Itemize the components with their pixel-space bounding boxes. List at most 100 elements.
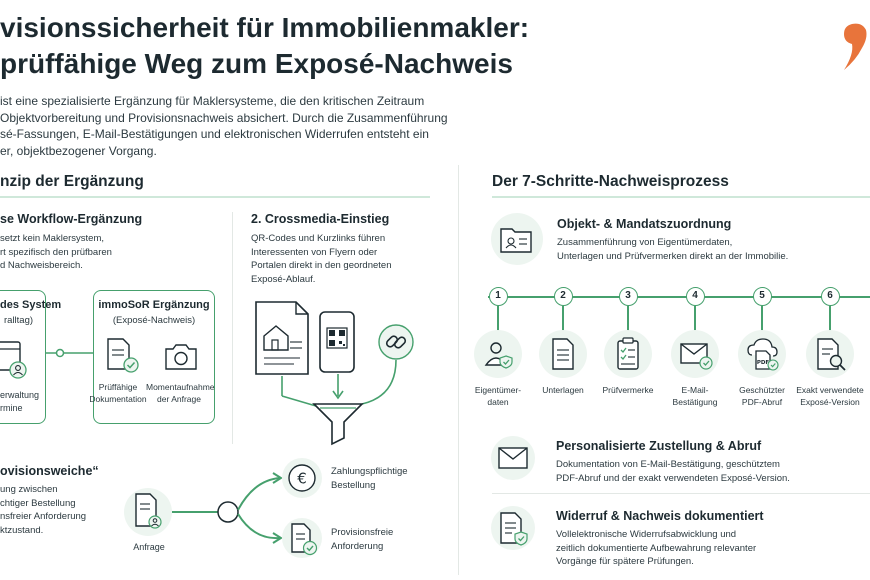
step-label-line1: Eigentümer- [474,385,522,395]
camera-icon [165,344,197,370]
svg-text:€: € [297,470,307,488]
system-box-title: des System [0,299,62,311]
branch1-line-2: Bestellung [331,479,376,491]
step-connector [694,306,696,332]
right-heading-rule [492,196,870,198]
system-box-subtitle: ralltag) [4,315,34,326]
folder-document-icon [500,228,532,253]
crossmedia-title: 2. Crossmedia-Einstieg [251,212,390,226]
funnel-icon [312,403,364,446]
weiche-title: ovisionsweiche“ [0,464,99,478]
immosor-box-subtitle: (Exposé-Nachweis) [112,315,196,326]
branch1-line-1: Zahlungspflichtige [331,466,408,477]
system-box-label-2: rmine [0,403,23,413]
link-icon [378,324,414,360]
step-label-line1: Prüfvermerke [602,385,654,395]
step-number-badge: 2 [553,287,573,306]
step-number-badge: 4 [685,287,705,306]
page-title-line2: prüffähige Weg zum Exposé-Nachweis [0,48,513,79]
weiche-line-2: chtiger Bestellung [0,497,76,509]
step-icon-bg [474,330,522,378]
block1-title: Objekt- & Mandatszuordnung [557,217,732,231]
euro-icon: € [288,464,316,492]
anfrage-label: Anfrage [133,542,165,552]
weiche-line-1: ung zwischen [0,484,58,495]
right-section-heading: Der 7-Schritte-Nachweisprozess [492,173,729,190]
block-divider [492,493,870,494]
immosor-item1-line2: Dokumentation [89,393,147,404]
left-section-heading: nzip der Ergänzung [0,173,144,190]
checklist-icon [617,337,639,370]
crm-person-icon [0,341,27,379]
step-number-badge: 5 [752,287,772,306]
step-label-line2: Exposé-Version [800,397,860,407]
block3-line-1: Vollelektronische Widerrufsabwicklung un… [556,529,737,540]
flyer-icon [255,301,309,375]
phone-qr-icon [319,311,355,373]
block2-line-2: PDF-Abruf und der exakt verwendeten Expo… [556,472,790,484]
svg-text:PDF: PDF [757,360,770,366]
step-number-badge: 1 [488,287,508,306]
branch2-line-2: Anforderung [331,540,384,552]
weiche-line-3: nsfreier Anforderung [0,511,87,522]
intro-line-4: er, objektbezogener Vorgang. [0,143,157,158]
page-title-line1: visionssicherheit für Immobilienmakler: [0,12,530,43]
workflow-line-3: d Nachweisbereich. [0,260,83,271]
column-divider [458,165,459,575]
block2-title: Personalisierte Zustellung & Abruf [556,439,762,453]
workflow-line-1: setzt kein Maklersystem, [0,233,104,244]
step-label-line1: Unterlagen [542,385,584,395]
step-number-badge: 3 [618,287,638,306]
system-connector [46,348,94,358]
step-connector [829,306,831,332]
left-heading-rule [0,196,430,198]
crossmedia-funnel-illustration [255,301,414,446]
intro-line-1: ist eine spezialisierte Ergänzung für Ma… [0,94,425,108]
crossmedia-line-3: Portalen direkt in den geordneten [251,260,392,271]
document-search-icon [817,338,846,371]
step-number-badge: 6 [820,287,840,306]
workflow-line-2: rt spezifisch den prüfbaren [0,246,112,258]
step-connector [497,306,499,332]
envelope-icon [498,447,528,469]
step-connector [761,306,763,332]
step-label-line1: Exakt verwendete [796,385,864,395]
immosor-box-title: immoSoR Ergänzung [98,299,210,311]
inner-divider [232,212,233,444]
document-check-icon [107,338,139,373]
block1-line-2: Unterlagen und Prüfvermerken direkt an d… [557,250,789,262]
intro-line-2: Objektvorbereitung und Provisionsnachwei… [0,110,448,125]
workflow-title: se Workflow-Ergänzung [0,212,143,226]
document-check-free-icon [291,523,318,556]
step-connector [627,306,629,332]
document-shield-icon [500,512,528,546]
immosor-item2-line2: der Anfrage [157,393,201,404]
branch2-line-1: Provisionsfreie [331,527,394,538]
step-label-line2: daten [487,397,509,407]
system-box-label-1: erwaltung [0,390,40,400]
logo-icon [844,23,867,71]
crossmedia-line-1: QR-Codes und Kurzlinks führen [251,233,386,244]
pdf-cloud-icon: PDF [747,338,779,371]
block3-line-3: Vorgänge für spätere Prüfungen. [556,556,694,567]
mail-check-icon [680,343,713,370]
crossmedia-line-2: Interessenten von Flyern oder [251,246,378,258]
immosor-item1-line1: Prüffähige [98,382,138,392]
block3-line-2: zeitlich dokumentierte Aufbewahrung rele… [556,542,757,554]
immosor-item2-line1: Momentaufnahme [146,382,215,392]
block1-line-1: Zusammenführung von Eigentümerdaten, [557,237,733,248]
step-label-line2: Bestätigung [672,397,718,407]
intro-line-3: sé-Fassungen, E-Mail-Bestätigungen und e… [0,127,429,141]
step-label-line1: Geschützter [739,385,785,395]
block3-title: Widerruf & Nachweis dokumentiert [556,509,764,523]
step-connector [562,306,564,332]
request-document-icon [135,493,162,529]
weiche-branch-diagram [124,472,283,544]
document-icon [552,338,574,370]
crossmedia-line-4: Exposé-Ablauf. [251,273,316,285]
block2-line-1: Dokumentation von E-Mail-Bestätigung, ge… [556,459,780,470]
owner-shield-icon [484,342,513,369]
step-label-line1: E-Mail- [681,385,709,395]
steps-connector-line [488,296,870,298]
step-label-line2: PDF-Abruf [741,397,783,407]
